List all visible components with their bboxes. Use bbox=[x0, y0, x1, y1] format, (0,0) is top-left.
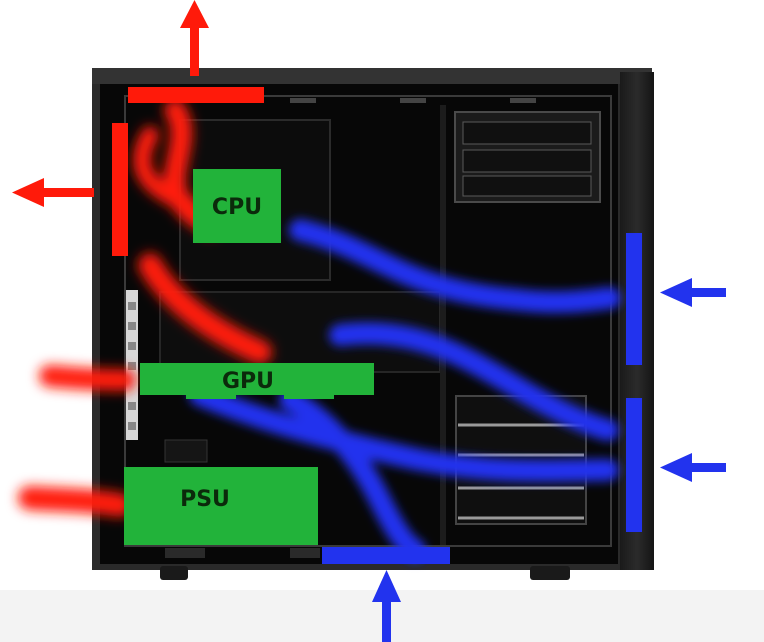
exhaust-flows bbox=[18, 99, 272, 517]
arrow-icon bbox=[372, 570, 401, 642]
front-intake-fan-lower bbox=[626, 398, 642, 532]
top-exhaust-fan bbox=[128, 87, 264, 103]
arrow-icon bbox=[12, 178, 94, 207]
expansion-slots bbox=[126, 290, 138, 440]
psu-block: PSU bbox=[124, 467, 318, 545]
rear-exhaust-fan bbox=[112, 123, 128, 256]
bottom-intake-fan bbox=[322, 547, 450, 564]
gpu-label: GPU bbox=[222, 369, 274, 394]
arrow-icon bbox=[660, 453, 726, 482]
psu-label: PSU bbox=[180, 487, 230, 512]
case-foot-left bbox=[160, 566, 188, 580]
gpu-block: GPU bbox=[140, 363, 374, 399]
arrow-icon bbox=[180, 0, 209, 76]
arrow-icon bbox=[660, 278, 726, 307]
front-intake-fan-upper bbox=[626, 233, 642, 365]
cpu-block: CPU bbox=[193, 169, 281, 243]
cpu-label: CPU bbox=[212, 195, 262, 220]
intake-flows bbox=[189, 219, 621, 561]
case-foot-right bbox=[530, 566, 570, 580]
